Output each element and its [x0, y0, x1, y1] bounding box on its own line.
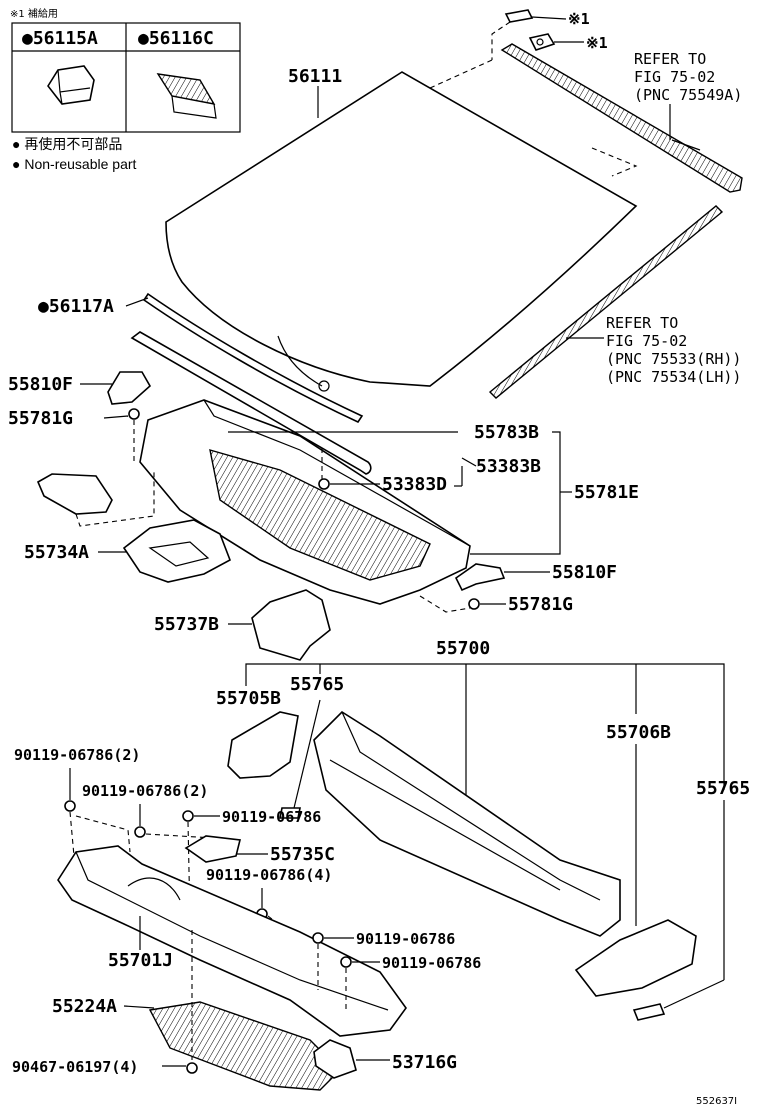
bolt-c-icon: [182, 810, 194, 822]
clip-1-icon: [504, 9, 534, 23]
cover-55734A-label: 55734A: [24, 542, 89, 563]
side-molding-ref-line-4: (PNC 75534(LH)): [606, 368, 741, 386]
bolt-a-label: 90119-06786(2): [14, 746, 140, 764]
plate-55765-top: [279, 807, 301, 819]
bracket-55735C-label: 55735C: [270, 844, 335, 865]
bracket-55735C: [184, 835, 241, 863]
duct-55737B: [251, 589, 331, 661]
bolt-f-label: 90119-06786: [382, 954, 481, 972]
cowl-top-panel-55700: [313, 710, 621, 937]
bracket-55705B-label: 55705B: [216, 688, 281, 709]
illustration-id: 552637I: [696, 1096, 737, 1107]
panel-55701J: [57, 845, 407, 1037]
non-reusable-en: ● Non-reusable part: [12, 156, 137, 172]
clip-53383D-label: 53383D: [382, 474, 447, 495]
dam-56117A: [130, 292, 372, 475]
plate-55765-right: [632, 1003, 666, 1021]
side-molding-ref-line-1: REFER TO: [606, 314, 678, 332]
bolt-b-label: 90119-06786(2): [82, 782, 208, 800]
side-molding-ref-line-3: (PNC 75533(RH)): [606, 350, 741, 368]
bracket-55810F-left-label: 55810F: [8, 374, 73, 395]
bracket-55706B-label: 55706B: [606, 722, 671, 743]
bracket-55810F-right-label: 55810F: [552, 562, 617, 583]
panel-55700-label: 55700: [436, 638, 490, 659]
bracket-55705B: [227, 711, 299, 779]
legend-label-56116C: ●56116C: [138, 28, 214, 49]
clip-2-icon: [528, 33, 556, 51]
legend-label-56115A: ●56115A: [22, 28, 98, 49]
duct-55737B-label: 55737B: [154, 614, 219, 635]
bracket-55810F-left: [107, 371, 152, 405]
cowl-louver-label: 55781E: [574, 482, 639, 503]
bracket-55810F-right: [454, 563, 506, 592]
seal-55783B-label: 55783B: [474, 422, 539, 443]
bolt-c-label: 90119-06786: [222, 808, 321, 826]
roof-molding: [500, 43, 743, 193]
windshield-glass: [165, 59, 638, 392]
bolt-a-icon: [64, 800, 76, 812]
clip-55781G-right-label: 55781G: [508, 594, 573, 615]
plate-55765-right-label: 55765: [696, 778, 750, 799]
clip-56116C-icon: [156, 73, 217, 119]
bolt-f-icon: [340, 956, 352, 968]
bolt-b-icon: [134, 826, 146, 838]
screw-90467-label: 90467-06197(4): [12, 1058, 138, 1076]
side-molding-ref-line-2: FIG 75-02: [606, 332, 687, 350]
clip-55781G-left-label: 55781G: [8, 408, 73, 429]
non-reusable-jp: ● 再使用不可部品: [12, 136, 122, 152]
molding-ref-line-2: FIG 75-02: [634, 68, 715, 86]
clip-56115A-icon: [47, 65, 95, 105]
clip-note-1: ※1: [568, 10, 590, 28]
bolt-d-label: 90119-06786(4): [206, 866, 332, 884]
clip-55781G-right-icon: [468, 598, 480, 610]
clip-note-2: ※1: [586, 34, 608, 52]
bracket-55706B: [574, 919, 697, 997]
clip-55781G-left-icon: [128, 408, 140, 420]
bolt-e-icon: [312, 932, 324, 944]
screw-90467-icon: [186, 1062, 198, 1074]
panel-55701J-label: 55701J: [108, 950, 173, 971]
cowl-louver: [139, 399, 471, 605]
plate-55765-top-label: 55765: [290, 674, 344, 695]
bracket-left-lower: [36, 470, 155, 527]
supply-note: ※1 補給用: [10, 7, 58, 20]
molding-ref-line-1: REFER TO: [634, 50, 706, 68]
bolt-e-label: 90119-06786: [356, 930, 455, 948]
bracket-53716G: [313, 1039, 357, 1079]
cover-55734A: [122, 519, 231, 583]
shield-55224A-label: 55224A: [52, 996, 117, 1017]
seal-53383B-label: 53383B: [476, 456, 541, 477]
dam-label: ●56117A: [38, 296, 114, 317]
shield-55224A: [148, 1001, 341, 1091]
molding-ref-line-3: (PNC 75549A): [634, 86, 742, 104]
windshield-label: 56111: [288, 66, 342, 87]
side-molding: [488, 205, 724, 399]
clip-53383D-icon: [318, 478, 330, 490]
bracket-53716G-label: 53716G: [392, 1052, 457, 1073]
